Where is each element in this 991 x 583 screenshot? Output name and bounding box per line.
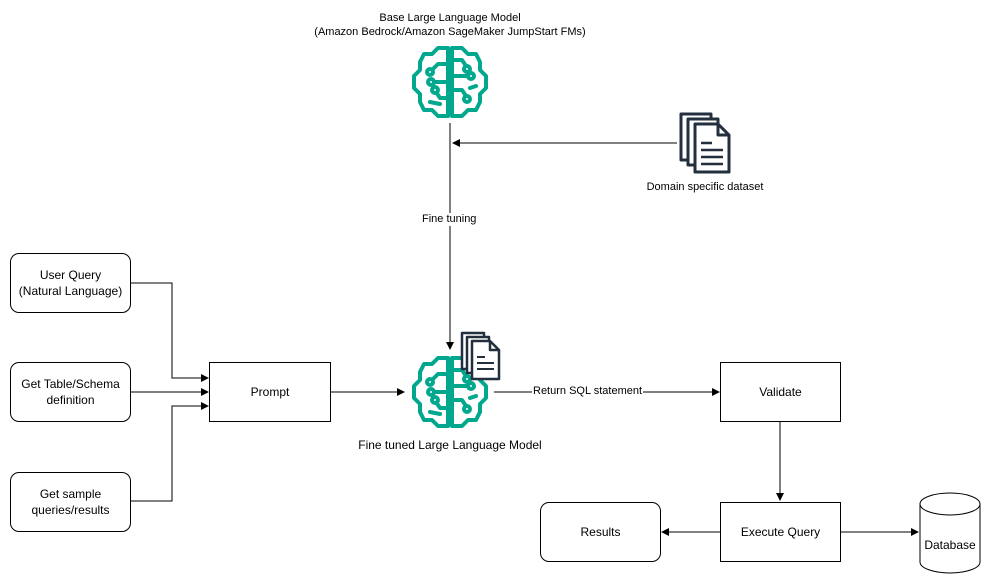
execute-query-box: Execute Query	[720, 502, 841, 562]
base-model-title-line1: Base Large Language Model	[379, 12, 521, 24]
fine-tuning-label: Fine tuning	[421, 213, 478, 226]
documents-icon	[460, 331, 502, 381]
ai-brain-icon	[410, 42, 490, 122]
samples-to-prompt-edge	[130, 402, 209, 502]
return-sql-label: Return SQL statement	[532, 385, 644, 398]
schema-box: Get Table/Schema definition	[10, 362, 131, 422]
ai-brain-icon	[410, 352, 490, 432]
fine-tuned-model-label: Fine tuned Large Language Model	[358, 438, 542, 452]
database-label: Database	[924, 538, 976, 552]
documents-icon	[678, 111, 734, 175]
prompt-box: Prompt	[209, 362, 331, 422]
base-model-title-line2: (Amazon Bedrock/Amazon SageMaker JumpSta…	[314, 26, 586, 38]
dataset-label: Domain specific dataset	[646, 181, 764, 193]
validate-box: Validate	[720, 362, 841, 422]
user-query-box: User Query (Natural Language)	[10, 253, 131, 313]
database-cylinder	[919, 492, 981, 574]
samples-box: Get sample queries/results	[10, 472, 131, 532]
results-box: Results	[540, 502, 661, 562]
user-query-to-prompt-edge	[130, 282, 209, 382]
